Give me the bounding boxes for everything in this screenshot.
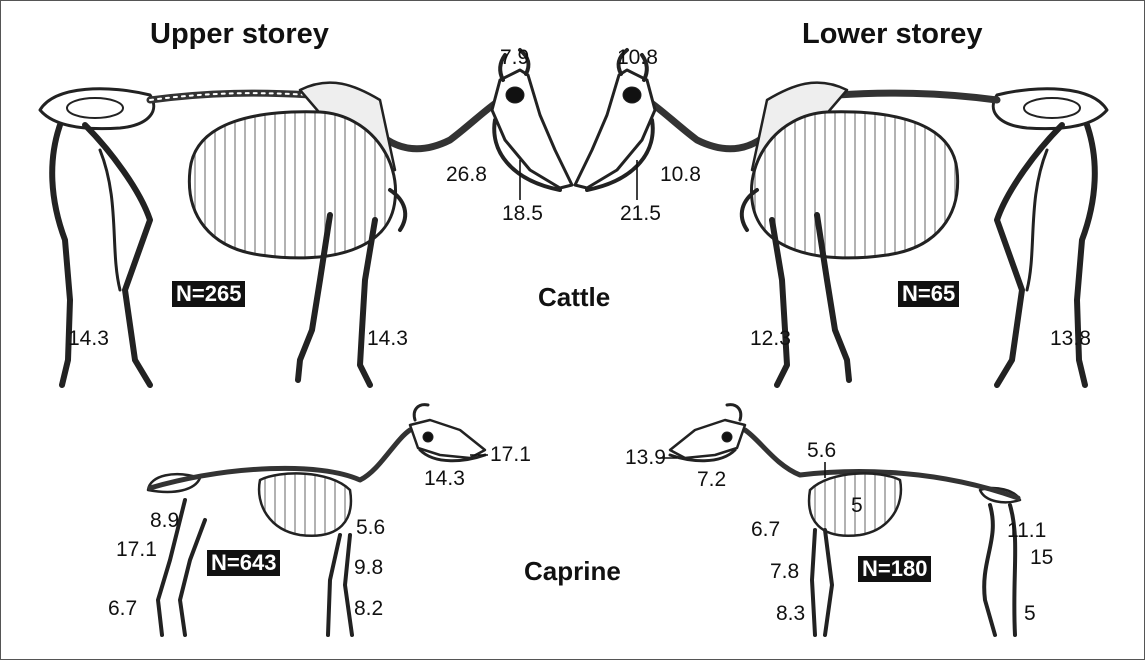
value-scapula: 5.6 [356,517,385,538]
value-femur: 11.1 [1007,520,1046,541]
sample-size-badge: N=643 [207,550,280,576]
value-mandible: 26.8 [446,164,487,185]
value-fore-foot: 12.3 [750,328,791,349]
value-scapula: 5.6 [807,440,836,461]
value-hind-foot: 14.3 [68,328,109,349]
value-horn: 10.8 [617,47,658,68]
value-hind-foot: 13.8 [1050,328,1091,349]
upper-storey-title: Upper storey [150,18,329,51]
value-horn: 7.9 [500,47,529,68]
value-mandible: 17.1 [490,444,531,465]
value-hind-foot: 5 [1024,603,1036,624]
sample-size-badge: N=180 [858,556,931,582]
species-label-caprine: Caprine [524,556,621,587]
value-fore-foot: 14.3 [367,328,408,349]
value-radius: 7.8 [770,561,799,582]
value-mandible-lower: 14.3 [424,468,465,489]
value-femur: 17.1 [116,539,157,560]
value-fore-foot: 8.2 [354,598,383,619]
caprine-upper-skeleton [148,405,485,635]
value-mandible-lower: 18.5 [502,203,543,224]
value-mandible: 10.8 [660,164,701,185]
value-mandible-lower: 21.5 [620,203,661,224]
sample-size-badge: N=65 [898,281,959,307]
value-hind-foot: 6.7 [108,598,137,619]
value-mandible: 13.9 [625,447,666,468]
species-label-cattle: Cattle [538,282,610,313]
sample-size-badge: N=265 [172,281,245,307]
cattle-upper-skeleton [40,50,572,385]
value-pelvis: 8.9 [150,510,179,531]
value-humerus: 6.7 [751,519,780,540]
value-fore-foot: 8.3 [776,603,805,624]
caprine-lower-skeleton [670,405,1020,635]
lower-storey-title: Lower storey [802,18,983,51]
value-tibia: 15 [1030,547,1053,568]
value-ribs: 5 [851,495,863,516]
value-radius: 9.8 [354,557,383,578]
value-mandible-lower: 7.2 [697,469,726,490]
